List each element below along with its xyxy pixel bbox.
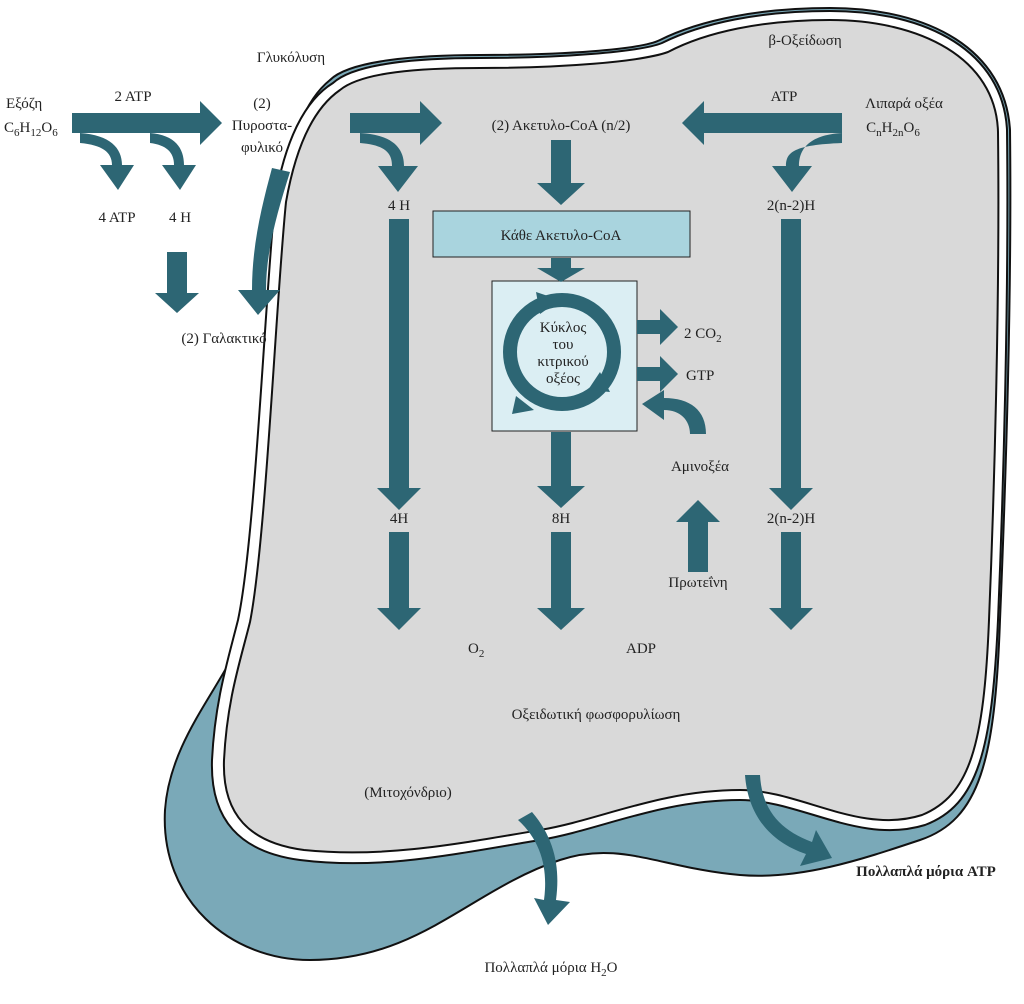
cycle-line3: κιτρικού (537, 354, 588, 370)
each-to-cycle-arrow (537, 258, 585, 282)
cycle-line1: Κύκλος (540, 320, 587, 336)
water-output-label: Πολλαπλά μόρια H2O (484, 960, 617, 979)
beta-h-arrow-upper (769, 219, 813, 510)
glycolysis-h-out: 4 H (169, 210, 191, 226)
oxphos-label: Οξειδωτική φωσφορυλίωση (512, 707, 681, 723)
glycolysis-h-curve (150, 133, 196, 190)
pyruvate-line1: Πυροστα- (232, 118, 292, 134)
co2-arrow (637, 309, 678, 345)
gtp-label: GTP (686, 368, 714, 384)
beta-h-arrow-lower (769, 532, 813, 630)
glycolysis-atp-in: 2 ATP (114, 89, 151, 105)
mitochondrion-label: (Μιτοχόνδριο) (364, 785, 452, 801)
lactate-label: (2) Γαλακτικό (181, 331, 266, 347)
co2-label: 2 CO2 (684, 326, 722, 345)
pyruvate-to-lactate-arrow (238, 168, 290, 315)
glycolysis-main-arrow (72, 101, 222, 145)
beta-h-bottom: 2(n-2)H (767, 511, 815, 527)
left-h-arrow-lower (377, 532, 421, 630)
glucose-formula: C6H12O6 (4, 120, 58, 139)
pyruvate-count: (2) (253, 96, 271, 112)
beta-oxidation-title: β-Οξείδωση (768, 33, 842, 49)
amino-acids-label: Αμινοξέα (671, 459, 729, 475)
atp-output-label: Πολλαπλά μόρια ATP (856, 864, 996, 880)
amino-to-cycle-curve (642, 390, 706, 434)
mitochondrion-matrix (222, 18, 1000, 854)
beta-atp-in: ATP (771, 89, 798, 105)
each-acetyl-coa-box (432, 210, 691, 258)
left-h-arrow-upper (377, 219, 421, 510)
protein-label: Πρωτεΐνη (668, 575, 727, 591)
citric-cycle-ring (503, 292, 621, 414)
protein-to-amino-arrow (676, 500, 720, 572)
acetyl-coa-label: (2) Ακετυλο-CoA (n/2) (492, 118, 631, 134)
glycolysis-atp-out: 4 ATP (98, 210, 135, 226)
glycolysis-lactate-arrow-left (155, 252, 199, 313)
beta-main-arrow (682, 101, 842, 145)
glycolysis-atp-curve (80, 133, 134, 190)
glucose-label: Εξόζη (6, 96, 42, 112)
water-output-arrow (518, 812, 570, 925)
cycle-line2: του (553, 337, 574, 353)
left-h-bottom: 4H (390, 511, 409, 527)
8h-down-arrow (537, 532, 585, 630)
gtp-arrow (637, 356, 678, 392)
pyruvate-line2: φυλικό (241, 140, 283, 156)
left-h-top: 4 H (388, 198, 410, 214)
adp-label: ADP (626, 641, 656, 657)
cycle-to-8h-arrow (537, 432, 585, 508)
acetyl-to-each-arrow (537, 140, 585, 205)
center-h: 8H (552, 511, 571, 527)
fatty-acids-formula: CnH2nO6 (866, 120, 920, 139)
cycle-line4: οξέος (546, 371, 580, 387)
atp-output-arrow (745, 775, 832, 866)
pyruvate-to-acetyl-arrow (350, 101, 442, 145)
fatty-acids-label: Λιπαρά οξέα (865, 96, 943, 112)
glycolysis-title: Γλυκόλυση (257, 50, 325, 66)
beta-h-curve (772, 133, 842, 192)
each-acetyl-coa-label: Κάθε Ακετυλο-CoA (501, 228, 622, 244)
left-h-curve (360, 133, 418, 192)
beta-h-top: 2(n-2)H (767, 198, 815, 214)
o2-label: O2 (468, 641, 484, 660)
